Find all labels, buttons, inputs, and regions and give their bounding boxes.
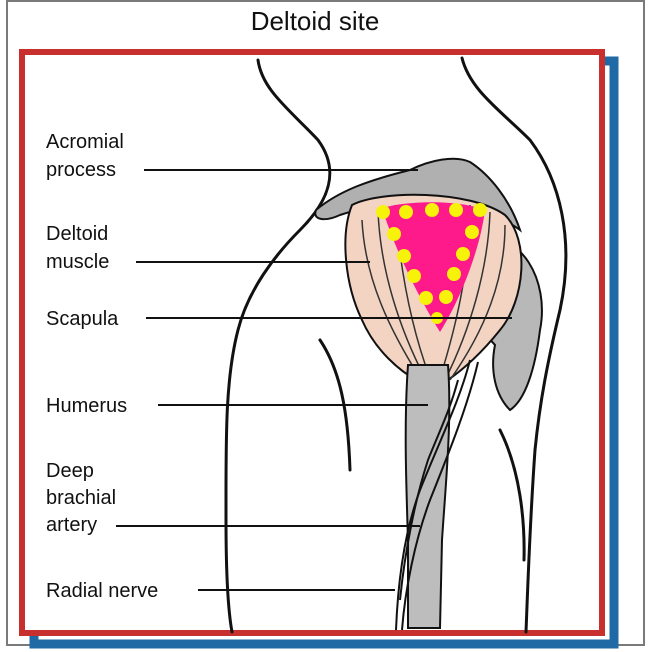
label-deep-2: brachial [46, 487, 116, 509]
injection-dot [397, 249, 411, 263]
label-humerus: Humerus [46, 395, 127, 417]
injection-dot [399, 205, 413, 219]
label-acromial-1: Acromial [46, 131, 124, 153]
injection-dot [407, 269, 421, 283]
label-scapula: Scapula [46, 308, 119, 330]
label-acromial-2: process [46, 159, 116, 181]
injection-dot [387, 227, 401, 241]
injection-dot [456, 247, 470, 261]
injection-dot [447, 267, 461, 281]
label-deep-1: Deep [46, 460, 94, 482]
label-deltoid-2: muscle [46, 251, 109, 273]
injection-dot [419, 291, 433, 305]
label-deep-3: artery [46, 514, 97, 536]
injection-dot [439, 290, 453, 304]
injection-dot [473, 203, 487, 217]
label-deltoid-1: Deltoid [46, 223, 108, 245]
injection-dot [425, 203, 439, 217]
injection-dot [376, 205, 390, 219]
injection-dot [465, 225, 479, 239]
label-radial-nerve: Radial nerve [46, 580, 158, 602]
injection-dot [449, 203, 463, 217]
